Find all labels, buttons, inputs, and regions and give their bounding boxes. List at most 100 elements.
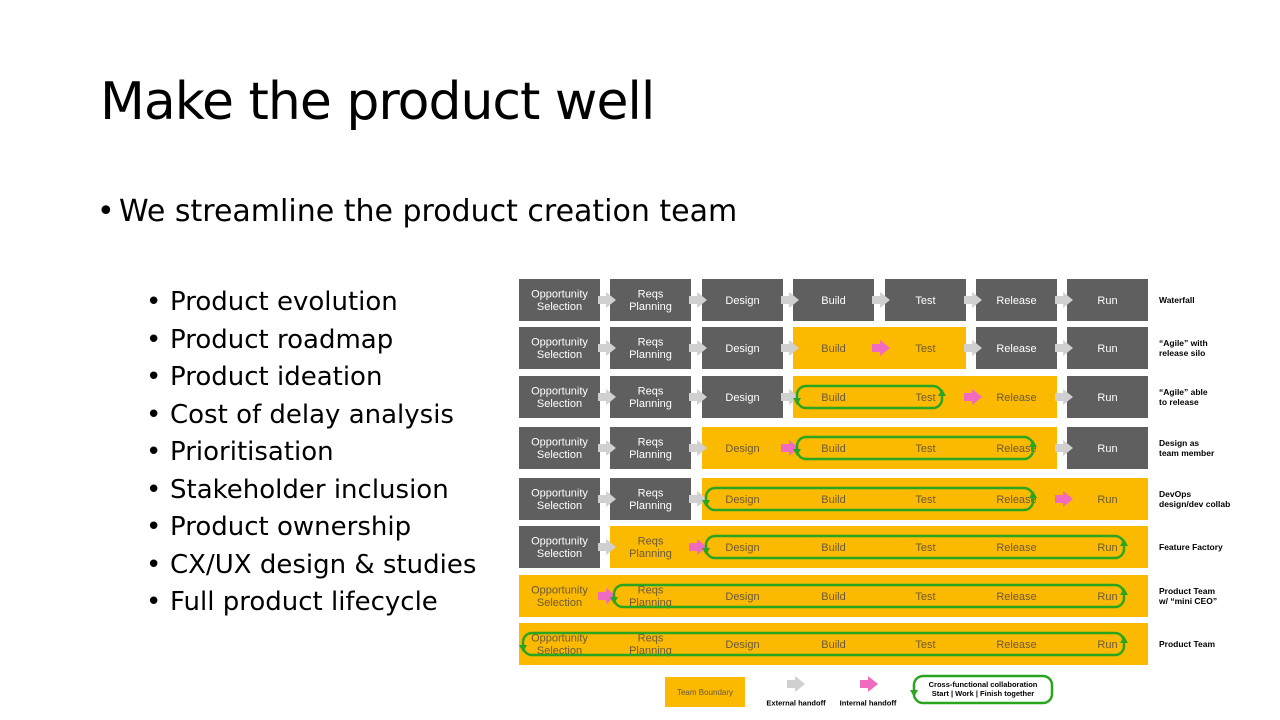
collab-arrowhead — [519, 645, 527, 652]
legend-internal-arrow — [860, 676, 878, 692]
sub-bullet: •Stakeholder inclusion — [146, 474, 449, 505]
stage-label: Design — [725, 443, 759, 455]
legend-collab-outline — [912, 674, 1054, 705]
stage-label: Test — [915, 392, 935, 404]
stage-label: Run — [1097, 591, 1117, 603]
stage-label: Design — [725, 343, 759, 355]
collab-loop — [702, 486, 1037, 512]
stage-box — [702, 327, 783, 369]
internal-handoff-arrow — [689, 539, 707, 555]
stage-label: Design — [725, 392, 759, 404]
legend-internal-label: Internal handoff — [840, 699, 897, 708]
collab-loop-outline — [612, 583, 1126, 609]
stage-box — [610, 478, 691, 520]
legend-collab-arrowhead — [910, 690, 918, 697]
external-handoff-arrow — [598, 292, 616, 308]
stage-box — [885, 279, 966, 321]
stage-label: Test — [915, 542, 935, 554]
stage-box — [519, 376, 600, 418]
stage-box — [793, 279, 874, 321]
external-handoff-arrow — [598, 440, 616, 456]
stage-label: Test — [915, 295, 935, 307]
stage-label: Run — [1097, 443, 1117, 455]
team-boundary — [519, 575, 1148, 617]
stage-label: Run — [1097, 494, 1117, 506]
stage-label: Build — [821, 494, 845, 506]
external-handoff-arrow — [781, 340, 799, 356]
sub-bullet: •CX/UX design & studies — [146, 549, 477, 580]
collab-arrowhead — [610, 597, 618, 604]
sub-bullet-list: •Product evolution •Product roadmap •Pro… — [146, 284, 476, 622]
bullet-dot: • — [97, 194, 115, 229]
legend-external-label: External handoff — [766, 699, 826, 708]
stage-box — [519, 279, 600, 321]
collab-arrowhead — [1029, 491, 1037, 498]
external-handoff-arrow — [1055, 389, 1073, 405]
stage-label: Design — [725, 494, 759, 506]
stage-box — [610, 279, 691, 321]
internal-handoff-arrow — [872, 340, 890, 356]
external-handoff-arrow — [964, 340, 982, 356]
collab-loop — [610, 583, 1128, 609]
main-bullet: •We streamline the product creation team — [97, 194, 737, 229]
team-boundary — [702, 427, 1057, 469]
team-boundary — [702, 478, 1148, 520]
legend-team-boundary-swatch — [665, 677, 745, 707]
stage-box — [1067, 376, 1148, 418]
collab-loop — [519, 631, 1128, 657]
stage-box — [519, 478, 600, 520]
stage-box — [976, 279, 1057, 321]
stage-label: Test — [915, 591, 935, 603]
external-handoff-arrow — [598, 340, 616, 356]
stage-label: Build — [821, 295, 845, 307]
external-handoff-arrow — [689, 340, 707, 356]
sub-bullet: •Prioritisation — [146, 437, 334, 467]
collab-arrowhead — [938, 389, 946, 396]
external-handoff-arrow — [1055, 340, 1073, 356]
collab-loop-outline — [795, 384, 944, 410]
stage-label: Run — [1097, 343, 1117, 355]
main-bullet-text: We streamline the product creation team — [119, 194, 738, 229]
stage-box — [519, 427, 600, 469]
collab-loop — [793, 384, 946, 410]
sub-bullet: •Product ownership — [146, 512, 412, 542]
stage-label: Build — [821, 392, 845, 404]
external-handoff-arrow — [872, 292, 890, 308]
external-handoff-arrow — [781, 389, 799, 405]
stage-label: Build — [821, 542, 845, 554]
stage-box — [610, 427, 691, 469]
team-boundary — [793, 376, 1057, 418]
external-handoff-arrow — [598, 539, 616, 555]
internal-handoff-arrow — [964, 389, 982, 405]
collab-loop-outline — [704, 534, 1126, 560]
collab-arrowhead — [1120, 588, 1128, 595]
stage-label: Run — [1097, 639, 1117, 651]
stage-box — [1067, 327, 1148, 369]
row-label: Waterfall — [1159, 295, 1195, 305]
stage-label: Test — [915, 443, 935, 455]
stage-label: Build — [821, 591, 845, 603]
stage-box — [702, 279, 783, 321]
internal-handoff-arrow — [781, 440, 799, 456]
stage-label: Release — [996, 494, 1036, 506]
stage-label: Test — [915, 639, 935, 651]
legend-external-arrow — [787, 676, 805, 692]
external-handoff-arrow — [964, 292, 982, 308]
stage-label: Run — [1097, 542, 1117, 554]
stage-box — [519, 327, 600, 369]
